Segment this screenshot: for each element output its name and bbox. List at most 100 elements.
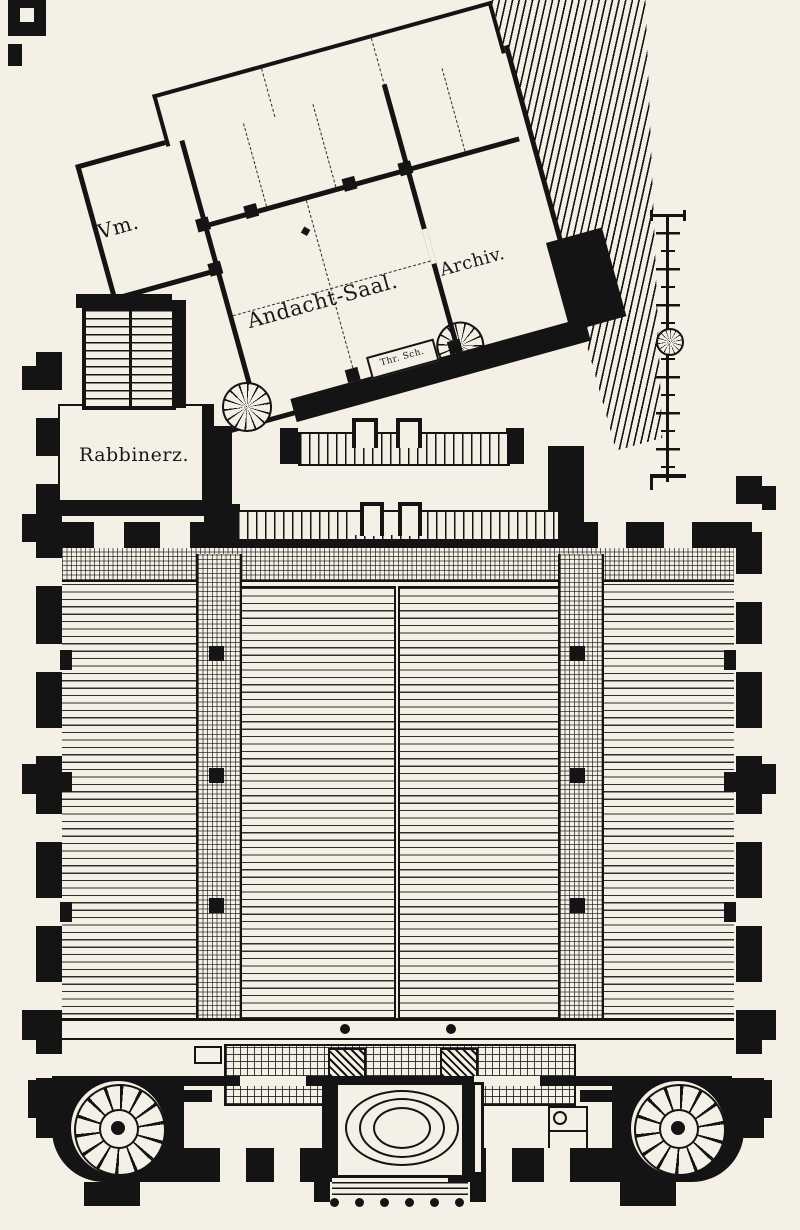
scale-base (650, 474, 686, 478)
stair-newel (111, 1121, 125, 1135)
aisle-strip (558, 554, 604, 1020)
dashed-partition (370, 38, 386, 87)
bollard-dot (380, 1198, 389, 1207)
pilaster (724, 650, 736, 670)
scale-cap-tick (683, 210, 686, 221)
furniture-box (548, 1106, 588, 1132)
hatch-area-neighbour (488, 0, 761, 451)
window-opening (486, 1148, 512, 1182)
window-opening (36, 982, 62, 1010)
pier (462, 1085, 475, 1175)
pier (470, 1172, 486, 1202)
pilaster (724, 902, 736, 922)
tower-base (84, 1182, 140, 1206)
door-jamb (396, 418, 422, 448)
bollard-dot (455, 1198, 464, 1207)
stair-flight (82, 306, 176, 410)
label-room-vm: Vm. (94, 209, 142, 244)
buttress (28, 1080, 52, 1118)
column (570, 646, 585, 661)
column (570, 768, 585, 783)
dashed-partition (441, 68, 466, 152)
bollard-dot (405, 1198, 414, 1207)
pier (314, 1172, 330, 1202)
column (340, 1024, 350, 1034)
dashed-partition (312, 104, 337, 188)
door-opening (421, 228, 437, 265)
step-line (62, 1018, 734, 1021)
stair-divider (129, 310, 132, 406)
door-recess (194, 1046, 222, 1064)
pews-block-centre-left (240, 586, 396, 1020)
wall-segment (54, 500, 212, 516)
window-opening (736, 1054, 762, 1082)
outer-wall-bottom (184, 1148, 332, 1182)
window-opening (160, 522, 190, 548)
buttress (22, 514, 36, 542)
window-opening (94, 522, 124, 548)
pilaster (60, 902, 72, 922)
pier (341, 175, 358, 192)
door-opening (474, 1076, 540, 1086)
bollard-dot (355, 1198, 364, 1207)
window-opening (736, 644, 762, 672)
window-opening (736, 898, 762, 926)
entrance-oval (359, 1098, 445, 1158)
buttress (22, 366, 36, 390)
gallery-floor-grid (62, 548, 734, 582)
window-opening (20, 8, 34, 22)
window-opening (36, 898, 62, 926)
door-jamb (360, 502, 384, 536)
door-jamb (352, 418, 378, 448)
scale-base-foot (650, 474, 653, 490)
scale-bar (648, 210, 688, 490)
window-opening (36, 814, 62, 842)
room-rabbinerz: Rabbinerz. (58, 404, 210, 506)
pier (325, 1085, 338, 1175)
pilaster (60, 772, 72, 792)
pier (220, 504, 240, 542)
window-opening (36, 558, 62, 586)
pier (506, 428, 524, 464)
tower-base (620, 1182, 676, 1206)
buttress (748, 1080, 772, 1118)
door-opening (240, 1076, 306, 1086)
window-opening (664, 522, 692, 548)
entrance-oval (345, 1090, 459, 1166)
window-opening (736, 814, 762, 842)
bollard-dot (430, 1198, 439, 1207)
window-opening (598, 522, 626, 548)
scale-ticks-short (661, 250, 675, 472)
pews-block-centre-right (398, 586, 560, 1020)
label-room-rabbinerz: Rabbinerz. (78, 444, 190, 466)
wall-segment (381, 83, 462, 355)
column (209, 768, 224, 783)
wing-upper-annex (152, 0, 506, 147)
bollard-dot (330, 1198, 339, 1207)
pier (8, 44, 22, 66)
window-opening (36, 728, 62, 756)
step-line (62, 1038, 734, 1040)
column (209, 898, 224, 913)
entrance-vestibule (322, 1082, 484, 1178)
label-room-andacht-saal: Andacht-Saal. (244, 268, 401, 334)
spiral-stair-icon (634, 1084, 726, 1176)
pilaster (60, 650, 72, 670)
column (446, 1024, 456, 1034)
entrance-steps (332, 1176, 468, 1198)
window-opening (544, 1148, 570, 1182)
column (209, 646, 224, 661)
circle-mark (553, 1111, 567, 1125)
window-opening (274, 1148, 300, 1182)
dashed-partition (261, 68, 276, 117)
wall-segment (76, 294, 172, 308)
door-jamb (398, 502, 422, 536)
window-opening (736, 574, 762, 602)
buttress (22, 1010, 36, 1040)
pier (243, 203, 260, 220)
buttress (762, 1010, 776, 1040)
aisle-strip (196, 554, 242, 1020)
buttress (22, 764, 36, 794)
dashed-partition (243, 123, 267, 207)
window-opening (736, 982, 762, 1010)
